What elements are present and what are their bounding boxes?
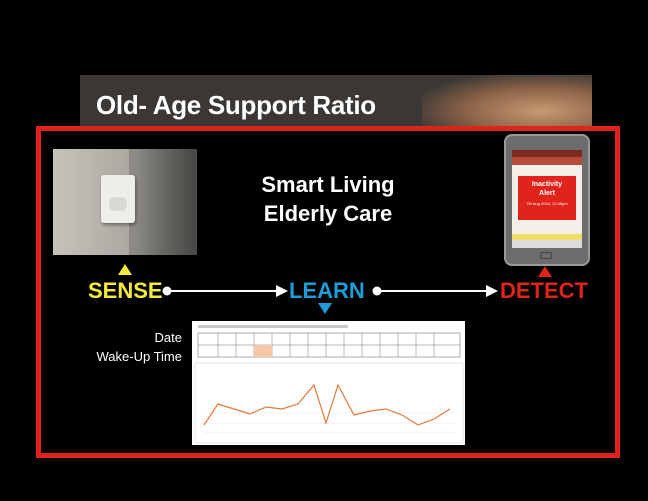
phone-nav-bar bbox=[512, 240, 582, 248]
arrow-down-icon bbox=[318, 303, 332, 314]
sensor-lens bbox=[109, 197, 127, 211]
arrow-right-icon bbox=[162, 285, 288, 297]
wake-up-data-figure bbox=[192, 321, 465, 445]
inactivity-alert-box: Inactivity Alert 7th Aug 2015, 12:45pm bbox=[518, 176, 576, 220]
center-title-line1: Smart Living bbox=[261, 172, 395, 197]
wake-up-label: Wake-Up Time bbox=[96, 349, 182, 364]
arrow-right-icon bbox=[372, 285, 498, 297]
slide-title: Old- Age Support Ratio bbox=[96, 90, 376, 120]
phone-app-bar bbox=[512, 157, 582, 165]
smartphone-icon: Inactivity Alert 7th Aug 2015, 12:45pm bbox=[504, 134, 590, 266]
home-button-icon bbox=[540, 252, 552, 259]
alert-title-line2: Alert bbox=[539, 190, 555, 197]
wall-shadow bbox=[133, 149, 197, 255]
center-title-line2: Elderly Care bbox=[263, 201, 393, 226]
stage-detect: DETECT bbox=[500, 278, 588, 303]
date-label: Date bbox=[154, 330, 182, 345]
phone-yellow-bar bbox=[512, 234, 582, 240]
wake-up-table-and-chart bbox=[194, 325, 464, 444]
arrow-up-icon bbox=[538, 266, 552, 277]
alert-time: 7th Aug 2015, 12:45pm bbox=[526, 201, 568, 206]
arrow-up-icon bbox=[118, 264, 132, 275]
phone-status-bar bbox=[512, 150, 582, 157]
center-title: Smart Living Elderly Care bbox=[228, 170, 428, 228]
motion-sensor-photo bbox=[53, 149, 197, 255]
stage-learn: LEARN bbox=[289, 278, 365, 303]
alert-title-line1: Inactivity bbox=[531, 181, 563, 188]
phone-screen: Inactivity Alert 7th Aug 2015, 12:45pm bbox=[512, 150, 582, 248]
background-portrait bbox=[422, 75, 592, 135]
alert-title: Inactivity Alert bbox=[518, 176, 576, 198]
stage-sense: SENSE bbox=[88, 278, 163, 303]
